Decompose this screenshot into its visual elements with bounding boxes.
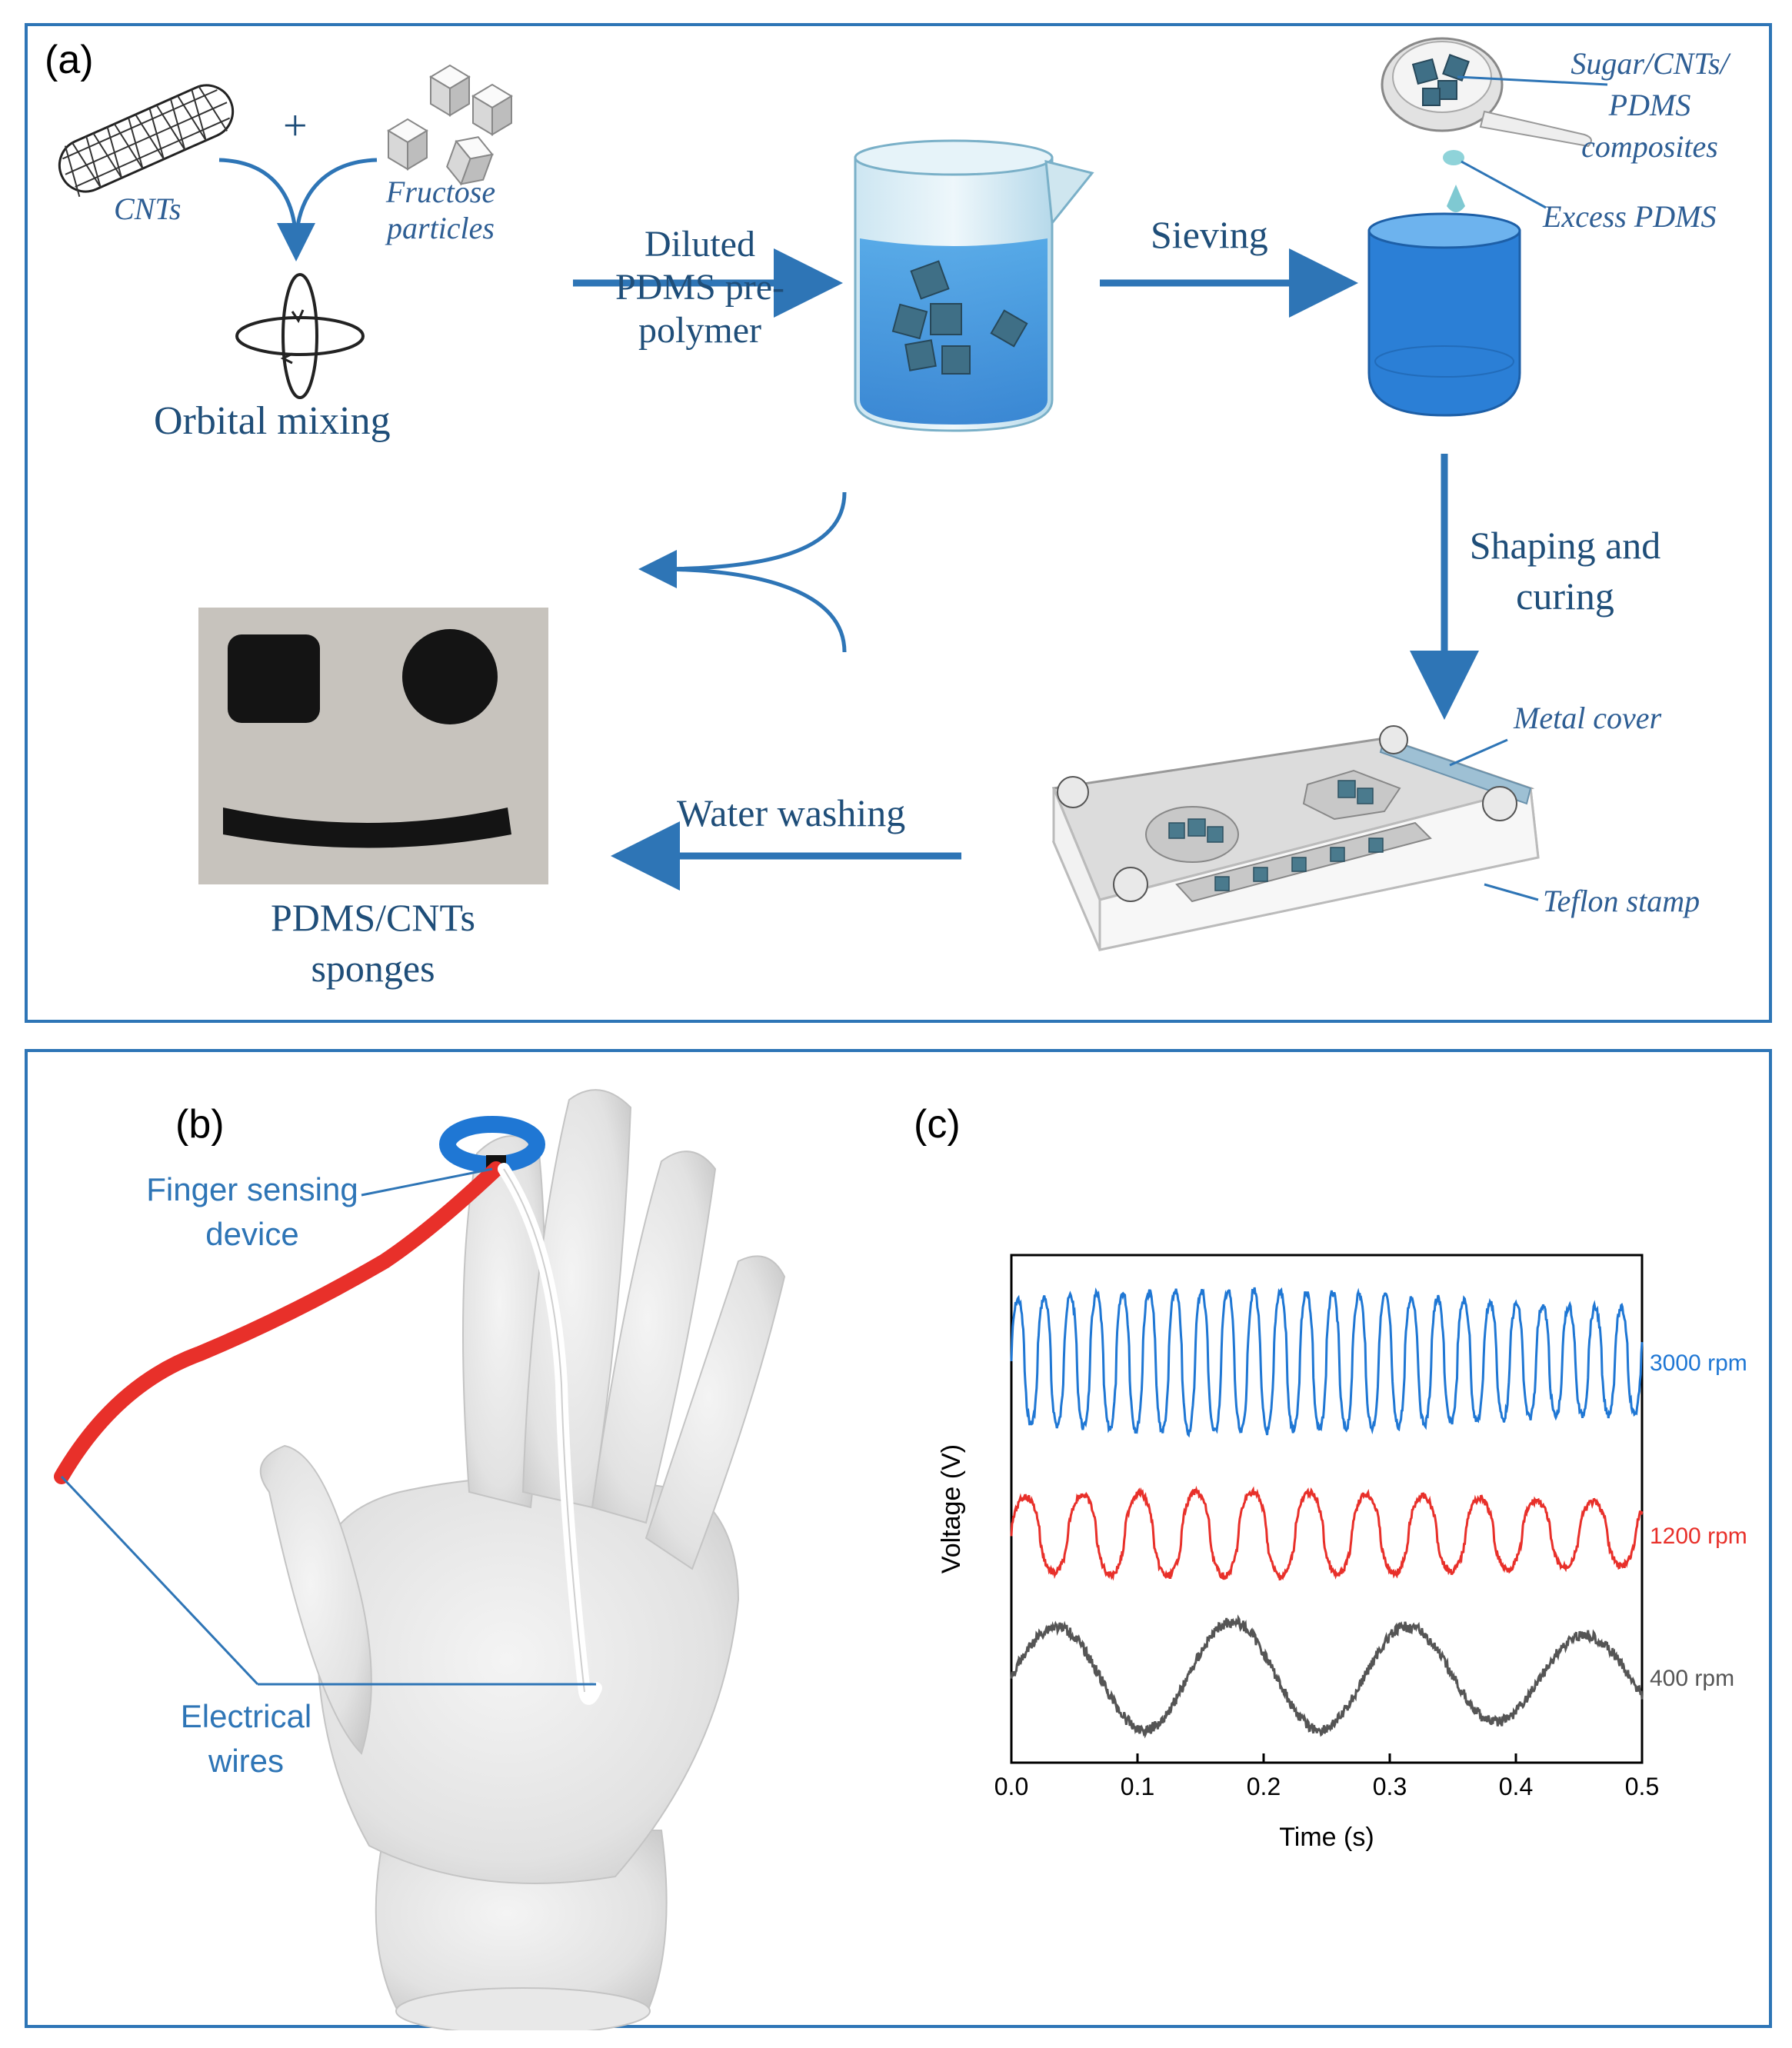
water-washing-label: Water washing	[677, 791, 906, 834]
orbital-mixing-icon	[235, 273, 365, 399]
composites-label: Sugar/CNTs/ PDMS composites	[1546, 43, 1754, 168]
orbital-mixing-label: Orbital mixing	[154, 399, 391, 443]
hand-illustration	[54, 1089, 786, 2030]
panel-a-graphics	[58, 37, 1608, 951]
composites-callout	[1457, 75, 1608, 86]
series-label: 400 rpm	[1650, 1666, 1734, 1691]
wires-line1: Electrical	[180, 1698, 312, 1734]
x-tick-label: 0.5	[1625, 1773, 1659, 1800]
teflon-mold-icon	[1051, 725, 1540, 951]
wire-callout-1	[60, 1475, 259, 1686]
metal-cover-callout	[1449, 738, 1508, 767]
fructose-label: Fructose particles	[375, 174, 506, 246]
shaping-line2: curing	[1516, 574, 1614, 618]
series-label: 1200 rpm	[1650, 1524, 1747, 1549]
plus-sign: +	[283, 102, 308, 150]
voltage-chart: 0.0 0.1 0.2 0.3 0.4 0.5 3000 rpm 1200 rpm 400 r…	[937, 1254, 1747, 1852]
white-wire-outline	[503, 1168, 585, 1693]
step2-line3: polymer	[638, 310, 761, 351]
shaping-label: Shaping and curing	[1454, 520, 1677, 621]
sponges-label: PDMS/CNTs sponges	[254, 892, 492, 994]
sponges-photo	[198, 608, 548, 884]
return-curve-arrow	[638, 491, 847, 653]
sieving-label: Sieving	[1151, 213, 1268, 256]
fructose-label-line2: particles	[387, 211, 495, 245]
series-line-3000-rpm	[1010, 1287, 1644, 1438]
excess-callout	[1461, 160, 1547, 209]
panel-b-label: (b)	[175, 1102, 225, 1147]
metal-cover-label: Metal cover	[1514, 701, 1662, 735]
cnt-tube-icon	[58, 84, 235, 198]
panel-bc	[25, 1049, 1772, 2028]
series-line-400-rpm	[1010, 1614, 1644, 1739]
shaping-line1: Shaping and	[1469, 524, 1661, 567]
fructose-cubes-icon	[387, 64, 513, 186]
excess-pdms-label: Excess PDMS	[1543, 199, 1717, 234]
device-callout	[361, 1167, 493, 1197]
teflon-stamp-label: Teflon stamp	[1543, 884, 1700, 918]
y-axis-label: Voltage (V)	[937, 1444, 966, 1573]
panel-c-label: (c)	[914, 1102, 961, 1147]
x-tick-label: 0.2	[1247, 1773, 1281, 1800]
series-line-1200-rpm	[1010, 1485, 1644, 1581]
blue-beaker-icon	[1367, 212, 1521, 417]
step2-label: Diluted PDMS pre- polymer	[585, 223, 815, 352]
x-tick-label: 0.3	[1373, 1773, 1407, 1800]
composites-line3: composites	[1581, 129, 1718, 164]
cnts-label: CNTs	[114, 191, 182, 226]
finger-device-label: Finger sensing device	[137, 1167, 368, 1257]
finger-device-line1: Finger sensing	[146, 1171, 358, 1207]
step2-line1: Diluted	[645, 224, 755, 265]
mixing-merge-arrow	[218, 158, 378, 261]
composites-line1: Sugar/CNTs/	[1570, 46, 1729, 81]
sponges-line2: sponges	[311, 947, 435, 990]
wires-label: Electrical wires	[146, 1694, 346, 1783]
beaker-with-prepolymer-icon	[854, 139, 1094, 432]
red-wire	[54, 1161, 504, 1484]
panel-a-label: (a)	[45, 38, 94, 82]
finger-device-line2: device	[205, 1216, 299, 1252]
teflon-callout	[1484, 883, 1539, 901]
x-tick-label: 0.1	[1121, 1773, 1154, 1800]
series-labels: 3000 rpm 1200 rpm 400 rpm	[1650, 1350, 1747, 1691]
x-tick-label: 0.4	[1499, 1773, 1533, 1800]
x-ticks: 0.0 0.1 0.2 0.3 0.4 0.5	[994, 1753, 1659, 1800]
x-axis-label: Time (s)	[1279, 1823, 1374, 1852]
series-label: 3000 rpm	[1650, 1350, 1747, 1376]
series-group	[1010, 1287, 1644, 1739]
composites-line2: PDMS	[1608, 88, 1691, 122]
x-tick-label: 0.0	[994, 1773, 1028, 1800]
step2-line2: PDMS pre-	[615, 267, 784, 308]
panel-a	[25, 23, 1772, 1023]
wires-line2: wires	[208, 1743, 284, 1779]
hand-icon	[259, 1089, 786, 2030]
sponges-line1: PDMS/CNTs	[270, 896, 476, 939]
fructose-label-line1: Fructose	[385, 175, 496, 209]
sieve-icon	[1381, 37, 1592, 212]
